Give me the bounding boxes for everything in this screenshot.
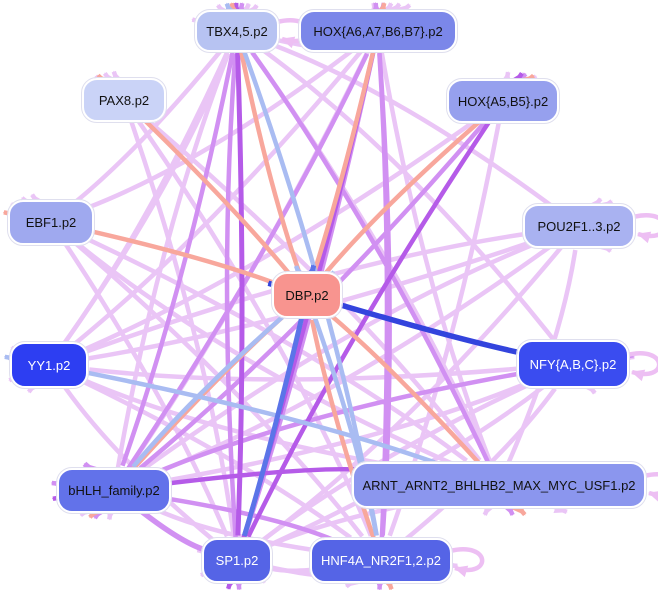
edge-sp1-tbx (230, 2, 245, 536)
node-dbp[interactable]: DBP.p2 (271, 271, 343, 319)
node-ebf1[interactable]: EBF1.p2 (7, 198, 95, 246)
self-loop-arnt (643, 472, 658, 503)
node-hnf4[interactable]: HNF4A_NR2F1,2.p2 (309, 536, 453, 584)
node-label: HOX{A6,A7,B6,B7}.p2 (313, 23, 443, 39)
node-sp1[interactable]: SP1.p2 (201, 536, 273, 584)
node-hox67[interactable]: HOX{A6,A7,B6,B7}.p2 (298, 9, 458, 53)
node-pou[interactable]: POU2F1..3.p2 (522, 203, 636, 249)
node-arnt[interactable]: ARNT_ARNT2_BHLHB2_MAX_MYC_USF1.p2 (351, 461, 647, 509)
edge-hox67-bhlh (93, 52, 370, 520)
edge-bhlh-tbx (120, 2, 246, 467)
edge-hnf4-pax8 (102, 71, 373, 537)
node-label: TBX4,5.p2 (206, 23, 268, 39)
self-loop-hnf4 (449, 547, 485, 578)
node-label: DBP.p2 (285, 287, 329, 303)
edge-yy1-hox55 (81, 74, 538, 353)
node-bhlh[interactable]: bHLH_family.p2 (56, 466, 172, 514)
node-yy1[interactable]: YY1.p2 (9, 341, 89, 389)
node-label: ARNT_ARNT2_BHLHB2_MAX_MYC_USF1.p2 (362, 477, 636, 493)
node-label: EBF1.p2 (25, 214, 77, 230)
node-label: bHLH_family.p2 (68, 482, 160, 498)
self-loop-nfy (626, 351, 658, 382)
edge-tbx-nfy (261, 47, 597, 395)
node-label: POU2F1..3.p2 (537, 218, 621, 234)
node-label: HOX{A5,B5}.p2 (457, 93, 549, 109)
node-nfy[interactable]: NFY{A,B,C}.p2 (516, 339, 630, 389)
node-hox55[interactable]: HOX{A5,B5}.p2 (446, 78, 560, 124)
edge-tbx-sp1 (224, 53, 245, 590)
self-loop-pou (632, 213, 658, 244)
node-label: YY1.p2 (27, 357, 71, 373)
edge-hox67-hnf4 (374, 53, 390, 590)
node-label: NFY{A,B,C}.p2 (529, 356, 617, 372)
node-label: SP1.p2 (215, 552, 259, 568)
edge-bhlh-pou (155, 199, 614, 475)
node-label: PAX8.p2 (98, 92, 150, 108)
node-tbx[interactable]: TBX4,5.p2 (194, 9, 280, 53)
node-label: HNF4A_NR2F1,2.p2 (321, 552, 441, 568)
edge-tbx-bhlh (105, 52, 231, 521)
node-pax8[interactable]: PAX8.p2 (81, 77, 167, 123)
